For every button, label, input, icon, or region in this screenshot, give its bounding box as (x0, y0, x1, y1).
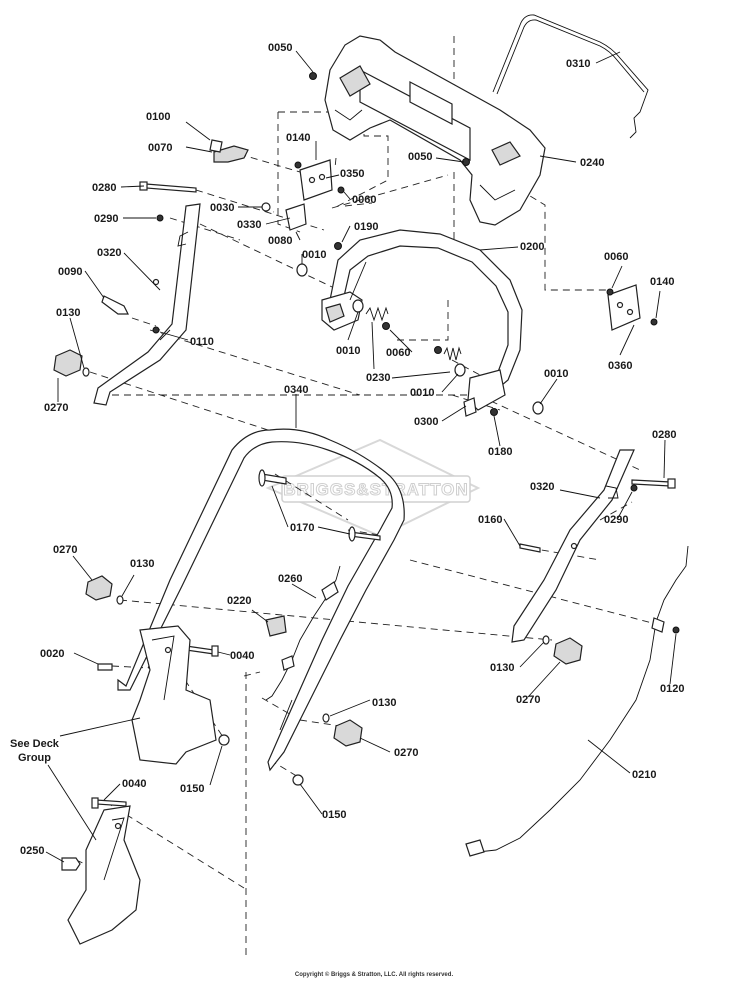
cable-0210 (477, 545, 689, 853)
watermark-text: BRIGGS&STRATTON (283, 480, 468, 499)
callout: 0200 (520, 241, 544, 253)
pin-0250 (61, 857, 81, 871)
callout: 0110 (190, 336, 214, 348)
callout: 0050 (408, 151, 432, 163)
explode-lines (75, 36, 661, 960)
bail-wire-0310 (492, 14, 649, 139)
callout: 0270 (394, 747, 418, 759)
see-deck-group-line2: Group (18, 752, 51, 764)
callout: 0210 (632, 769, 656, 781)
screw-0020 (97, 663, 113, 671)
callout-labels: 0050 0310 0100 0070 0140 0050 0240 0350 … (10, 42, 684, 857)
callout: 0060 (386, 347, 410, 359)
bolt-0040-upper (185, 645, 215, 655)
callout: 0320 (530, 481, 554, 493)
copyright: Copyright © Briggs & Stratton, LLC. All … (295, 971, 454, 978)
clip-0090 (101, 295, 129, 315)
deck-bracket-upper (131, 625, 217, 765)
bushings (82, 367, 680, 786)
bolt-0160 (519, 543, 541, 553)
callout: 0140 (650, 276, 674, 288)
callout: 0030 (210, 202, 234, 214)
callout: 0320 (97, 247, 121, 259)
callout: 0260 (278, 573, 302, 585)
callout: 0330 (237, 219, 261, 231)
callout: 0130 (490, 662, 514, 674)
callout: 0360 (608, 360, 632, 372)
callout: 0100 (146, 111, 170, 123)
upper-handle-0200 (321, 229, 523, 411)
callout: 0010 (544, 368, 568, 380)
callout: 0170 (290, 522, 314, 534)
callout: 0130 (56, 307, 80, 319)
deck-bracket-lower (67, 805, 141, 945)
callout: 0120 (660, 683, 684, 695)
callout: 0130 (130, 558, 154, 570)
clip-0220 (265, 615, 287, 637)
bolt-0280-left (145, 183, 197, 193)
callout: 0010 (410, 387, 434, 399)
callout: 0220 (227, 595, 251, 607)
callout: 0010 (302, 249, 326, 261)
callout: 0340 (284, 384, 308, 396)
bolt-0040-lower (95, 799, 127, 807)
callout: 0020 (40, 648, 64, 660)
watermark: BRIGGS&STRATTON (265, 438, 481, 538)
callout: 0050 (268, 42, 292, 54)
callout: 0070 (148, 142, 172, 154)
callout: 0290 (604, 514, 628, 526)
callout: 0290 (94, 213, 118, 225)
bracket-0080 (285, 203, 307, 231)
callout: 0270 (53, 544, 77, 556)
bolt-0280-right (631, 479, 671, 487)
callout: 0150 (180, 783, 204, 795)
spring-right (443, 346, 462, 361)
callout: 0240 (580, 157, 604, 169)
callout: 0350 (340, 168, 364, 180)
callout: 0270 (516, 694, 540, 706)
lever-0070 (213, 145, 249, 163)
callout: 0130 (372, 697, 396, 709)
callout: 0280 (92, 182, 116, 194)
callout: 0060 (352, 194, 376, 206)
callout: 0040 (230, 650, 254, 662)
callout: 0190 (354, 221, 378, 233)
callout: 0160 (478, 514, 502, 526)
knobs-0270 (53, 349, 583, 747)
console-0240 (324, 35, 546, 226)
pin-0300 (463, 397, 477, 417)
callout: 0250 (20, 845, 44, 857)
bracket-0360 (607, 284, 641, 331)
callout: 0280 (652, 429, 676, 441)
callout: 0270 (44, 402, 68, 414)
callout: 0140 (286, 132, 310, 144)
callout: 0080 (268, 235, 292, 247)
callout: 0300 (414, 416, 438, 428)
callout: 0060 (604, 251, 628, 263)
callout: 0230 (366, 372, 390, 384)
callout: 0310 (566, 58, 590, 70)
callout: 0150 (322, 809, 346, 821)
leader-lines (45, 50, 677, 863)
screw-0100 (209, 139, 223, 153)
spring-0230 (365, 306, 389, 322)
bolt-0170-a (261, 473, 287, 485)
handle-tube-0320-right (511, 449, 635, 643)
see-deck-group-line1: See Deck (10, 738, 60, 750)
callout: 0040 (122, 778, 146, 790)
callout: 0180 (488, 446, 512, 458)
bracket-0350 (299, 159, 333, 201)
handle-tube-0320-left (93, 203, 201, 406)
callout: 0090 (58, 266, 82, 278)
washers (152, 72, 658, 492)
callout: 0010 (336, 345, 360, 357)
